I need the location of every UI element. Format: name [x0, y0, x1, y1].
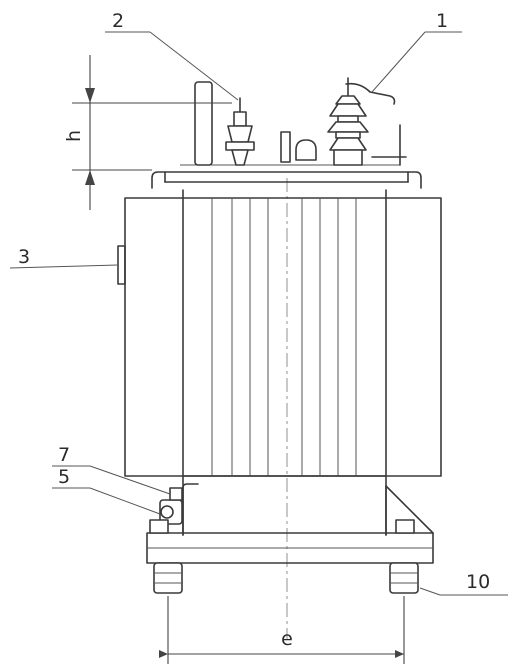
- label-7-group: 7: [52, 444, 171, 495]
- label-10: 10: [466, 571, 490, 593]
- label-1: 1: [436, 10, 448, 32]
- label-3-group: 3: [9, 246, 119, 269]
- radiator-fins: [182, 189, 387, 536]
- label-5: 5: [58, 466, 70, 488]
- side-fitting: [117, 245, 126, 285]
- label-5-group: 5: [52, 466, 161, 515]
- hv-bushing: [327, 77, 407, 166]
- cover: [151, 164, 422, 189]
- lv-bushing: [225, 97, 255, 166]
- width-symbol: e: [281, 628, 293, 650]
- label-7: 7: [58, 444, 70, 466]
- expander-pipe: [194, 81, 213, 166]
- dimension-e: e: [159, 596, 405, 664]
- label-2: 2: [112, 10, 124, 32]
- dimension-h: h: [63, 55, 232, 210]
- roller-right: [389, 519, 419, 594]
- base-frame: [146, 483, 434, 564]
- thermometer-pocket: [280, 131, 317, 163]
- label-3: 3: [18, 246, 30, 268]
- height-symbol: h: [63, 130, 85, 142]
- roller-left: [149, 519, 183, 594]
- label-1-group: 1: [371, 10, 462, 93]
- label-2-group: 2: [105, 10, 239, 101]
- tank: [117, 189, 442, 536]
- label-10-group: 10: [419, 571, 508, 596]
